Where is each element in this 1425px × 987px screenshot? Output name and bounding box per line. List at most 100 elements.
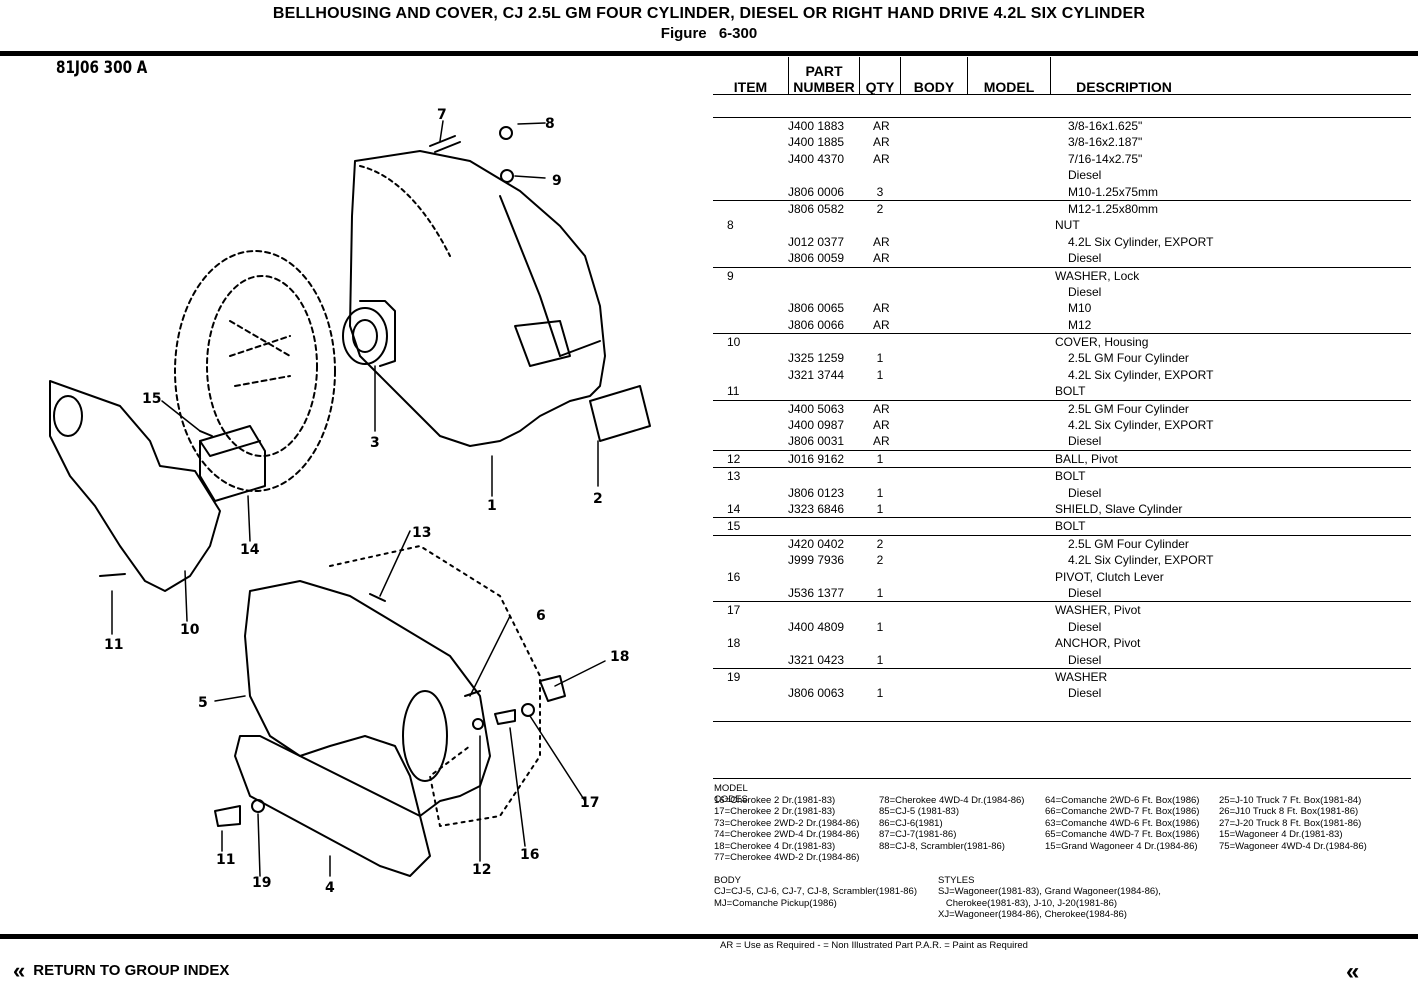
- header-description: DESCRIPTION: [1076, 79, 1172, 95]
- description-cell: 4.2L Six Cylinder, EXPORT: [1068, 553, 1214, 568]
- description-cell: Diesel: [1068, 585, 1102, 600]
- qty-cell: AR: [873, 434, 890, 449]
- description-cell: SHIELD, Slave Cylinder: [1055, 501, 1183, 516]
- qty-cell: 3: [876, 184, 884, 199]
- callout-6: 6: [536, 608, 546, 624]
- model-code: 65=Comanche 4WD-7 Ft. Box(1986): [1045, 829, 1200, 841]
- body-line: MJ=Comanche Pickup(1986): [714, 897, 837, 909]
- item-cell: 10: [727, 335, 741, 350]
- qty-cell: 1: [876, 619, 884, 634]
- model-code: 88=CJ-8, Scrambler(1981-86): [879, 840, 1005, 852]
- callout-11a: 11: [104, 637, 123, 653]
- return-label: RETURN TO GROUP INDEX: [33, 962, 230, 979]
- part-number-cell: J806 0063: [788, 686, 845, 701]
- item-cell: 13: [727, 469, 741, 484]
- model-code: 15=Grand Wagoneer 4 Dr.(1984-86): [1045, 840, 1198, 852]
- description-cell: Diesel: [1068, 619, 1102, 634]
- description-cell: Diesel: [1068, 434, 1102, 449]
- parts-table-header: ITEM PART NUMBER QTY BODY MODEL DESCRIPT…: [713, 57, 1411, 95]
- item-cell: 16: [727, 569, 741, 584]
- lower-cover-drawing: [234, 735, 431, 877]
- callout-14: 14: [240, 542, 260, 558]
- model-code: 74=Cherokee 2WD-4 Dr.(1984-86): [714, 829, 860, 841]
- item-cell: 8: [727, 218, 734, 233]
- callout-19: 19: [252, 875, 271, 891]
- model-codes-divider: [713, 778, 1411, 779]
- item-cell: 19: [727, 669, 741, 684]
- double-chevron-left-icon: «: [13, 958, 26, 983]
- header-part-number: PART NUMBER: [793, 63, 855, 95]
- figure-word: Figure: [660, 25, 707, 42]
- description-cell: Diesel: [1068, 284, 1102, 299]
- description-cell: BALL, Pivot: [1055, 451, 1118, 466]
- callout-17: 17: [580, 795, 599, 811]
- callout-5: 5: [198, 695, 208, 711]
- model-code: 73=Cherokee 2WD-2 Dr.(1984-86): [714, 817, 860, 829]
- engine-block-drawing: [329, 545, 541, 827]
- callout-12: 12: [472, 862, 491, 878]
- header-divider: [859, 57, 860, 95]
- description-cell: M12: [1068, 317, 1092, 332]
- model-code: 16=Cherokee 2 Dr.(1981-83): [714, 795, 836, 806]
- part-number-cell: J806 0006: [788, 184, 845, 199]
- model-code: 15=Wagoneer 4 Dr.(1981-83): [1219, 829, 1343, 841]
- callout-leaders: [111, 120, 606, 877]
- qty-cell: AR: [873, 317, 890, 332]
- item-cell: 15: [727, 519, 741, 534]
- description-cell: COVER, Housing: [1055, 335, 1149, 350]
- description-cell: PIVOT, Clutch Lever: [1055, 569, 1164, 584]
- description-cell: WASHER: [1055, 669, 1108, 684]
- description-cell: ANCHOR, Pivot: [1055, 636, 1141, 651]
- header-divider: [1050, 57, 1051, 95]
- figure-code: 81J06 300 A: [56, 58, 148, 78]
- callout-9: 9: [552, 173, 562, 189]
- qty-cell: AR: [873, 418, 890, 433]
- description-cell: 2.5L GM Four Cylinder: [1068, 351, 1189, 366]
- qty-cell: 1: [876, 451, 884, 466]
- part-number-cell: J012 0377: [788, 234, 845, 249]
- styles-line: XJ=Wagoneer(1984-86), Cherokee(1984-86): [938, 909, 1127, 921]
- model-code: 77=Cherokee 4WD-2 Dr.(1984-86): [714, 851, 860, 863]
- return-to-group-index-link[interactable]: « RETURN TO GROUP INDEX: [13, 958, 230, 983]
- description-cell: NUT: [1055, 218, 1080, 233]
- figure-label: Figure 6-300: [0, 25, 1418, 42]
- model-code: 75=Wagoneer 4WD-4 Dr.(1984-86): [1219, 840, 1367, 852]
- body-line: BODY: [714, 875, 741, 886]
- part-number-cell: J321 3744: [788, 367, 845, 382]
- callout-3: 3: [370, 435, 380, 451]
- qty-cell: 1: [876, 351, 884, 366]
- part-number-cell: J400 4809: [788, 619, 845, 634]
- previous-page-button[interactable]: «: [1346, 958, 1360, 985]
- header-divider: [900, 57, 901, 95]
- description-cell: BOLT: [1055, 469, 1086, 484]
- item-cell: 11: [727, 384, 740, 399]
- table-row: 16 PIVOT, Clutch Lever: [713, 569, 1411, 585]
- model-code: 86=CJ-6(1981): [879, 817, 943, 829]
- header-item: ITEM: [733, 79, 768, 95]
- abbreviation-legend: AR = Use as Required - = Non Illustrated…: [720, 940, 1028, 951]
- description-cell: Diesel: [1068, 686, 1102, 701]
- description-cell: 2.5L GM Four Cylinder: [1068, 401, 1189, 416]
- model-code: 17=Cherokee 2 Dr.(1981-83): [714, 806, 836, 818]
- callout-4: 4: [325, 880, 335, 896]
- qty-cell: 2: [876, 553, 884, 568]
- description-cell: WASHER, Lock: [1055, 268, 1140, 283]
- description-cell: 3/8-16x1.625": [1068, 119, 1143, 133]
- part-number-cell: J325 1259: [788, 351, 845, 366]
- small-parts-drawing: [99, 126, 651, 827]
